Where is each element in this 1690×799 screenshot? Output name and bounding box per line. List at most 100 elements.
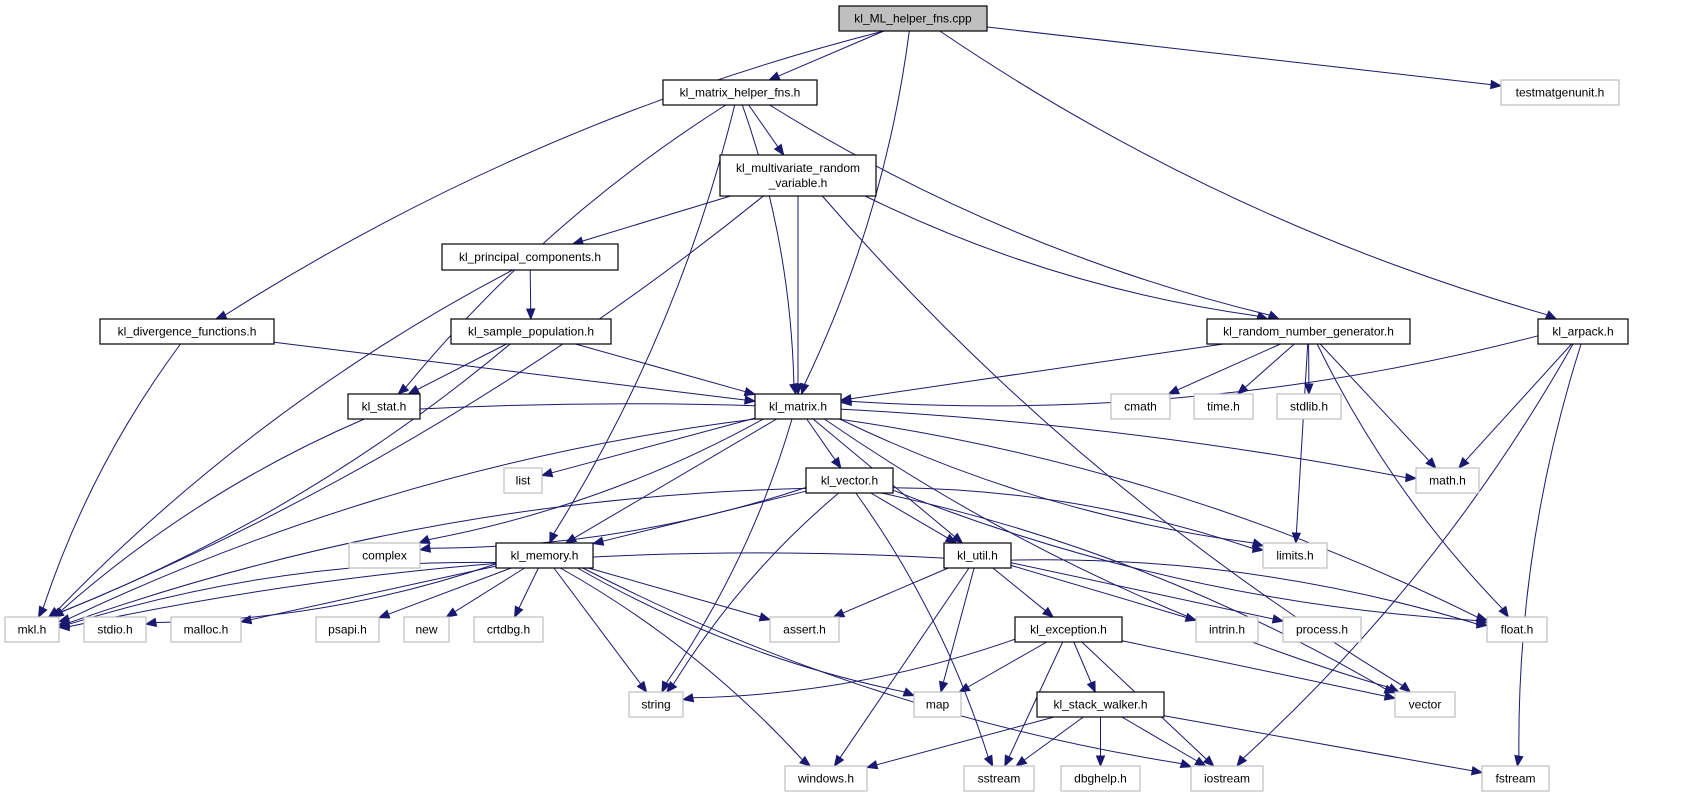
node-label: mkl.h (18, 623, 47, 637)
edge-line (864, 195, 1259, 317)
edge-line (1010, 564, 1187, 618)
edge-line (560, 567, 803, 761)
edge-util-to-process (1010, 562, 1285, 624)
node-label: kl_util.h (957, 549, 998, 563)
node-sample-pop[interactable]: kl_sample_population.h (450, 318, 612, 345)
arrowhead-icon (865, 760, 879, 770)
node-vector-h[interactable]: kl_vector.h (805, 467, 894, 494)
edge-line (967, 641, 1047, 688)
arrowhead-icon (1383, 684, 1397, 694)
edge-line (250, 565, 497, 621)
edge-line (553, 567, 642, 685)
arrowhead-icon (665, 680, 678, 694)
node-exception[interactable]: kl_exception.h (1014, 616, 1123, 643)
edge-rng-to-float (1316, 343, 1510, 619)
edge-memory-to-windows (560, 567, 812, 767)
arrowhead-icon (1236, 754, 1248, 768)
edge-exception-to-stack_walker (1073, 641, 1096, 694)
edge-rng-to-math (1319, 343, 1437, 469)
arrowhead-icon (1383, 691, 1397, 701)
edge-arpack-to-fstream (1514, 343, 1582, 768)
arrowhead-icon (417, 534, 431, 544)
edge-line (1295, 343, 1309, 534)
edge-line (388, 567, 512, 615)
node-stat[interactable]: kl_stat.h (347, 393, 421, 420)
node-math: math.h (1415, 467, 1480, 494)
arrowhead-icon (744, 395, 757, 405)
arrowhead-icon (549, 531, 559, 545)
edge-rng-to-time (1236, 343, 1295, 395)
arrowhead-icon (1470, 765, 1484, 776)
arrowhead-icon (418, 543, 432, 553)
edge-vector_h-to-complex (418, 487, 807, 553)
node-matrix-helper[interactable]: kl_matrix_helper_fns.h (662, 79, 818, 106)
node-matrix[interactable]: kl_matrix.h (754, 393, 842, 420)
edge-line (741, 104, 795, 385)
node-box (1486, 616, 1548, 643)
edge-line (428, 418, 764, 541)
edge-stat-to-mkl (50, 418, 365, 618)
node-cmath: cmath (1110, 393, 1171, 420)
edge-line (419, 403, 1407, 479)
edge-line (1073, 641, 1092, 683)
node-label: kl_arpack.h (1552, 325, 1613, 339)
node-label: float.h (1501, 623, 1534, 637)
edge-arpack-to-matrix (839, 335, 1539, 407)
edge-line (881, 492, 1386, 690)
arrowhead-icon (1498, 605, 1510, 619)
edge-line (1008, 641, 1064, 758)
node-arpack[interactable]: kl_arpack.h (1537, 318, 1629, 345)
arrowhead-icon (951, 532, 964, 544)
node-rng[interactable]: kl_random_number_generator.h (1206, 318, 1411, 345)
edge-exception-to-string (681, 638, 1016, 703)
arrowhead-icon (1184, 612, 1198, 622)
edge-exception-to-sstream (1004, 641, 1064, 768)
node-divergence[interactable]: kl_divergence_functions.h (99, 318, 275, 345)
node-box (1206, 318, 1411, 345)
node-root[interactable]: kl_ML_helper_fns.cpp (838, 5, 988, 32)
edge-vector_h-to-util (870, 492, 958, 544)
nodes-layer: kl_ML_helper_fns.cpp kl_matrix_helper_fns… (4, 5, 1629, 792)
node-box (754, 393, 842, 420)
arrowhead-icon (407, 385, 420, 395)
arrowhead-icon (564, 533, 578, 544)
node-principal[interactable]: kl_principal_components.h (441, 243, 619, 271)
edge-line (61, 195, 764, 613)
edge-matrix_helper-to-memory (549, 104, 736, 545)
edge-multivariate-to-principal (571, 195, 731, 246)
node-stack-walker[interactable]: kl_stack_walker.h (1036, 691, 1165, 718)
node-crtdbg: crtdbg.h (473, 616, 544, 643)
node-label: iostream (1204, 772, 1250, 786)
edge-rng-to-limits (1291, 343, 1309, 545)
edge-line (59, 418, 365, 612)
edge-line (42, 343, 181, 609)
node-label: map (926, 698, 950, 712)
node-time: time.h (1193, 393, 1254, 420)
node-box (441, 243, 619, 271)
edge-matrix_helper-to-multivariate (748, 104, 785, 157)
node-multivariate[interactable]: kl_multivariate_random_variable.h (719, 154, 877, 197)
arrowhead-icon (445, 607, 458, 618)
node-label: new (415, 623, 437, 637)
edge-matrix-to-string (661, 418, 793, 694)
node-fstream: fstream (1481, 765, 1550, 792)
arrowhead-icon (1202, 755, 1215, 767)
node-memory[interactable]: kl_memory.h (495, 542, 594, 569)
edge-line (417, 343, 507, 390)
arrowhead-icon (1014, 756, 1028, 767)
arrowhead-icon (839, 396, 852, 407)
node-util[interactable]: kl_util.h (943, 542, 1012, 569)
edge-multivariate-to-matrix (793, 196, 803, 396)
node-label: fstream (1495, 772, 1535, 786)
node-box (1481, 765, 1550, 792)
node-process: process.h (1282, 616, 1362, 643)
node-stdio: stdio.h (83, 616, 147, 643)
node-box (1500, 79, 1620, 106)
node-box (1190, 765, 1264, 792)
node-label: process.h (1296, 623, 1348, 637)
node-label: sstream (978, 772, 1021, 786)
edge-memory-to-crtdbg (514, 567, 539, 619)
edge-line (778, 30, 884, 77)
node-malloc: malloc.h (170, 616, 242, 643)
edge-line (992, 567, 1046, 612)
